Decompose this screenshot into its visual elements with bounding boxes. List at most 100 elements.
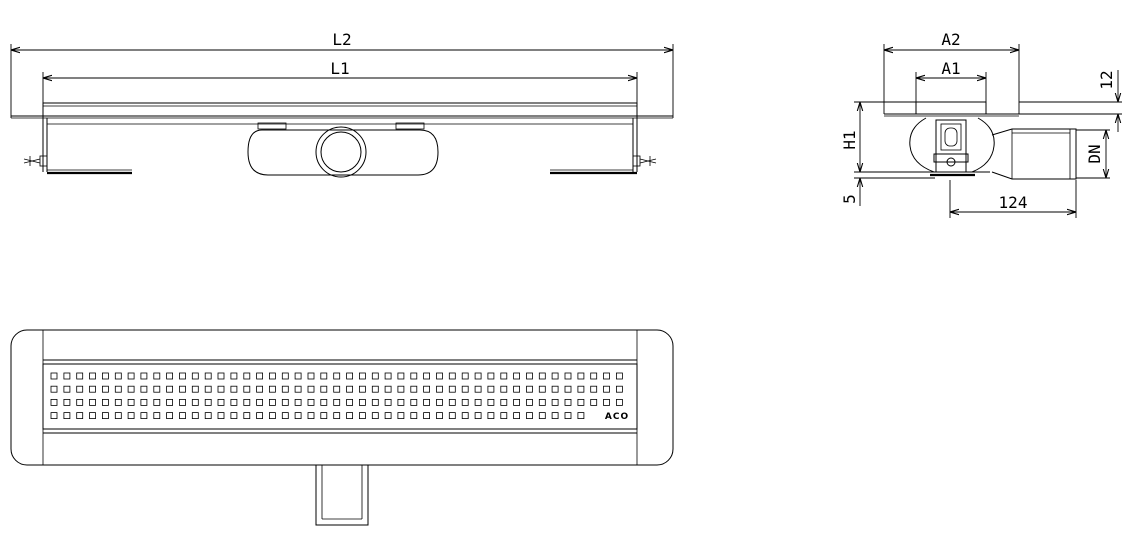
grate-hole	[191, 372, 199, 380]
grate-hole	[268, 385, 276, 393]
grate-hole	[127, 385, 135, 393]
grate-hole	[461, 385, 469, 393]
grate-hole	[140, 412, 148, 420]
grate-hole	[63, 385, 71, 393]
grate-hole	[371, 372, 379, 380]
grate-hole	[153, 398, 161, 406]
grate-hole	[268, 372, 276, 380]
grate-hole	[500, 385, 508, 393]
grate-hole	[114, 412, 122, 420]
grate-hole	[102, 385, 109, 393]
grate-hole	[153, 372, 161, 380]
grate-hole	[127, 398, 135, 406]
grate-hole	[114, 372, 122, 380]
leveling-foot-right	[632, 155, 657, 167]
grate-hole	[281, 385, 289, 393]
label-a2: A2	[941, 30, 960, 49]
dimension-5: 5	[840, 177, 935, 206]
grate-hole	[307, 385, 315, 393]
grate-hole	[577, 385, 585, 393]
grate-hole	[397, 412, 405, 420]
grate-hole	[513, 372, 520, 380]
side-view: A2 A1 12 H1 5	[840, 30, 1122, 218]
grate-hole	[243, 372, 251, 380]
grate-hole	[256, 372, 264, 380]
grate-hole	[179, 372, 186, 380]
grate-hole	[114, 398, 122, 406]
grate-hole	[217, 412, 225, 420]
grate-hole	[204, 412, 212, 420]
grate-frame	[42, 363, 638, 430]
grate-hole	[307, 398, 315, 406]
grate-hole	[346, 412, 354, 420]
grate-hole	[448, 412, 456, 420]
grate-hole	[384, 372, 392, 380]
channel-body	[42, 116, 638, 175]
grate-hole	[410, 385, 418, 393]
grate-hole	[616, 398, 623, 406]
grate-hole	[307, 412, 315, 420]
grate-hole	[526, 412, 533, 420]
grate-hole	[397, 398, 405, 406]
grate-hole	[230, 385, 238, 393]
grate-hole	[448, 385, 456, 393]
grate-hole	[487, 412, 495, 420]
grate-hole	[526, 398, 533, 406]
grate-hole	[538, 372, 546, 380]
grate-hole	[423, 372, 431, 380]
grate-hole	[500, 412, 508, 420]
grate-hole	[551, 412, 559, 420]
grate-hole	[423, 385, 431, 393]
label-5: 5	[840, 194, 859, 204]
grate-hole	[410, 398, 418, 406]
grate-hole	[204, 385, 212, 393]
grate-hole	[294, 398, 302, 406]
grate-hole	[230, 412, 238, 420]
grate-hole	[436, 398, 443, 406]
grate-hole	[538, 412, 546, 420]
grate-hole	[397, 372, 405, 380]
grate-hole	[63, 398, 71, 406]
grate-hole	[294, 372, 302, 380]
grate-hole	[551, 372, 559, 380]
grate-hole	[526, 372, 533, 380]
grate-pattern	[50, 372, 623, 420]
grate-hole	[346, 372, 354, 380]
grate-hole	[333, 398, 341, 406]
grate-hole	[89, 372, 96, 380]
grate-hole	[436, 372, 443, 380]
grate-hole	[500, 398, 508, 406]
grate-hole	[346, 385, 354, 393]
front-view: L2 L1	[10, 30, 674, 178]
grate-hole	[76, 412, 84, 420]
grate-hole	[358, 385, 366, 393]
grate-hole	[590, 385, 598, 393]
dimension-dn: DN	[1076, 129, 1110, 179]
grate-hole	[89, 385, 96, 393]
grate-hole	[551, 385, 559, 393]
grate-hole	[487, 398, 495, 406]
dimension-124: 124	[949, 180, 1077, 218]
grate-hole	[281, 412, 289, 420]
grate-hole	[127, 372, 135, 380]
outlet-pipe	[315, 464, 369, 526]
grate-hole	[179, 385, 186, 393]
grate-hole	[577, 372, 585, 380]
grate-hole	[166, 372, 174, 380]
grate-hole	[590, 372, 598, 380]
grate-hole	[50, 372, 58, 380]
grate-hole	[474, 372, 482, 380]
label-124: 124	[999, 193, 1028, 212]
grate-hole	[564, 372, 572, 380]
grate-hole	[230, 398, 238, 406]
grate-hole	[191, 398, 199, 406]
grate-hole	[538, 398, 546, 406]
grate-hole	[140, 398, 148, 406]
grate-hole	[191, 412, 199, 420]
grate-hole	[294, 385, 302, 393]
grate-hole	[153, 385, 161, 393]
grate-hole	[204, 398, 212, 406]
label-a1: A1	[941, 59, 960, 78]
grate-hole	[371, 398, 379, 406]
grate-hole	[50, 385, 58, 393]
